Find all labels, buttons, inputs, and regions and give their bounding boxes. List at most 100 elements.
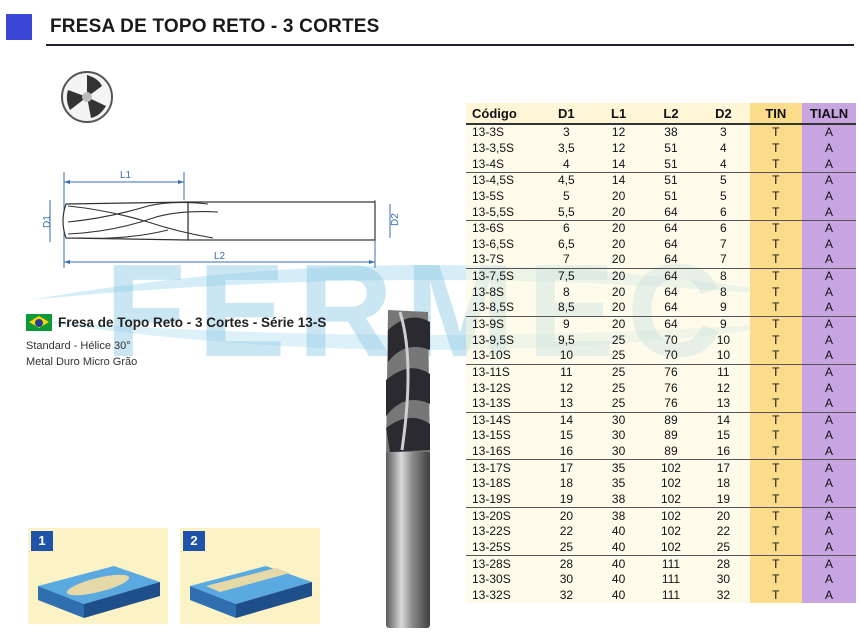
cell-codigo: 13-16S (466, 443, 541, 460)
cell-tin: T (749, 587, 803, 604)
cell-tialn: A (802, 140, 856, 157)
cell-d2: 12 (697, 380, 750, 396)
cell-codigo: 13-32S (466, 587, 541, 604)
cell-tin: T (749, 380, 803, 396)
cell-codigo: 13-8,5S (466, 300, 541, 317)
page-title: FRESA DE TOPO RETO - 3 CORTES (50, 16, 380, 37)
cell-d1: 19 (540, 491, 593, 508)
cell-tialn: A (802, 395, 856, 413)
cell-codigo: 13-14S (466, 411, 541, 429)
cell-codigo: 13-19S (466, 491, 541, 508)
col-header-tin: TIN (749, 103, 803, 125)
cell-l2: 38 (644, 124, 698, 141)
cell-tialn: A (802, 459, 856, 477)
cell-tialn: A (802, 315, 856, 333)
cell-l1: 40 (592, 524, 645, 540)
cell-codigo: 13-4,5S (466, 171, 541, 189)
cell-l2: 64 (644, 300, 698, 317)
cell-d1: 32 (540, 587, 593, 604)
cell-codigo: 13-10S (466, 347, 541, 365)
cell-l2: 51 (644, 188, 698, 205)
cell-d1: 20 (540, 507, 593, 525)
cell-tin: T (749, 395, 803, 413)
cell-d2: 20 (697, 507, 750, 525)
cell-codigo: 13-7S (466, 252, 541, 269)
cell-d2: 10 (697, 332, 750, 348)
cell-l1: 20 (592, 300, 645, 317)
cell-d2: 6 (697, 204, 750, 221)
cell-tin: T (749, 524, 803, 540)
cell-d1: 9,5 (540, 332, 593, 348)
cell-l2: 76 (644, 395, 698, 413)
cell-tin: T (749, 347, 803, 365)
cell-d1: 7,5 (540, 267, 593, 285)
col-header-l2: L2 (644, 103, 698, 125)
cell-tialn: A (802, 188, 856, 205)
page-header: FRESA DE TOPO RETO - 3 CORTES (0, 0, 860, 46)
cell-codigo: 13-5S (466, 188, 541, 205)
dim-d2-label: D2 (390, 213, 401, 226)
cell-d1: 8 (540, 284, 593, 301)
cell-tin: T (749, 315, 803, 333)
cell-d2: 18 (697, 476, 750, 492)
cell-d1: 10 (540, 347, 593, 365)
cell-d1: 17 (540, 459, 593, 477)
technical-drawing: L1 L2 D1 D2 (42, 170, 401, 268)
cell-tialn: A (802, 443, 856, 460)
end-view-icon (61, 71, 113, 123)
cell-d2: 17 (697, 459, 750, 477)
cell-tin: T (749, 236, 803, 253)
header-divider (46, 44, 854, 46)
cell-d2: 5 (697, 171, 750, 189)
cell-codigo: 13-4S (466, 156, 541, 173)
header-square-icon (6, 14, 32, 40)
cell-d2: 8 (697, 284, 750, 301)
cell-l1: 12 (592, 140, 645, 157)
cell-d2: 7 (697, 236, 750, 253)
cell-l2: 76 (644, 380, 698, 396)
dim-l1-label: L1 (120, 170, 132, 181)
cell-l2: 102 (644, 539, 698, 556)
cell-tialn: A (802, 380, 856, 396)
cell-tialn: A (802, 476, 856, 492)
cell-tin: T (749, 188, 803, 205)
cell-l1: 20 (592, 236, 645, 253)
cell-codigo: 13-12S (466, 380, 541, 396)
cell-l2: 64 (644, 219, 698, 237)
cell-l1: 30 (592, 443, 645, 460)
cell-tialn: A (802, 428, 856, 444)
cell-tialn: A (802, 524, 856, 540)
cell-d1: 3 (540, 124, 593, 141)
cell-l2: 64 (644, 284, 698, 301)
cell-l2: 64 (644, 315, 698, 333)
cell-d1: 25 (540, 539, 593, 556)
cell-l1: 20 (592, 219, 645, 237)
cell-d1: 7 (540, 252, 593, 269)
cell-codigo: 13-6,5S (466, 236, 541, 253)
cell-codigo: 13-15S (466, 428, 541, 444)
cell-tialn: A (802, 284, 856, 301)
series-line-helix: Standard - Hélice 30° (26, 340, 131, 352)
cell-l1: 35 (592, 476, 645, 492)
cell-d1: 8,5 (540, 300, 593, 317)
cell-l2: 76 (644, 363, 698, 381)
cell-tin: T (749, 140, 803, 157)
cell-codigo: 13-6S (466, 219, 541, 237)
cell-d2: 9 (697, 315, 750, 333)
cell-l2: 111 (644, 555, 698, 572)
cell-d1: 5,5 (540, 204, 593, 221)
cell-d2: 8 (697, 267, 750, 285)
cell-l2: 64 (644, 236, 698, 253)
